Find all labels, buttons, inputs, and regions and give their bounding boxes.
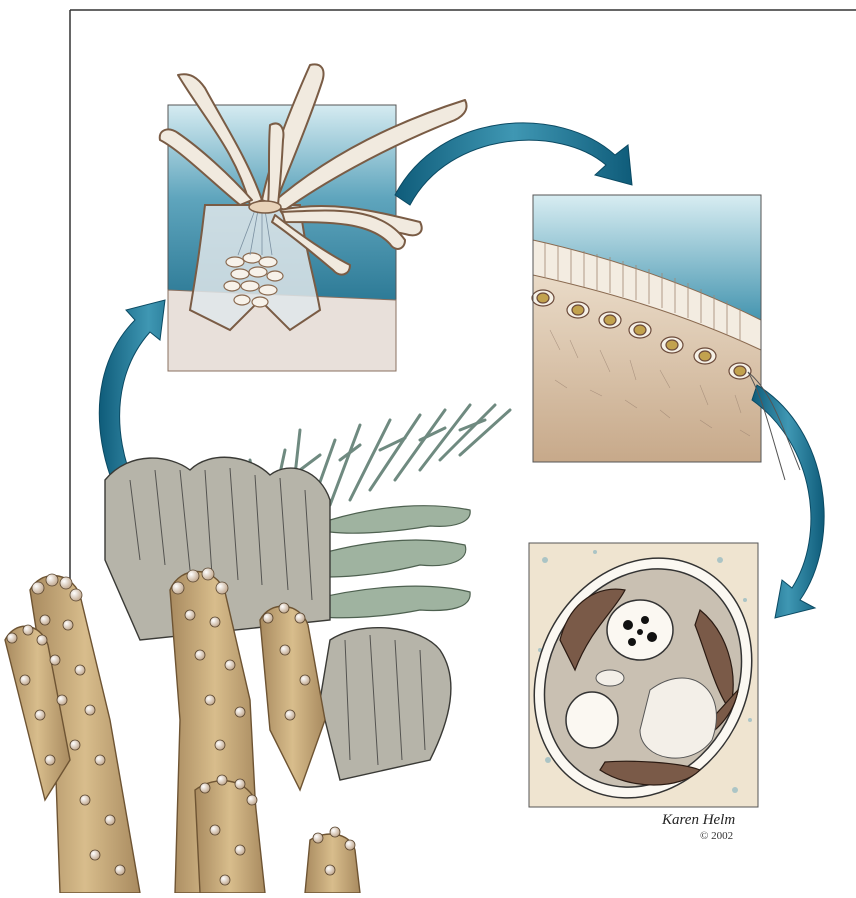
tissue-panel: [532, 195, 761, 462]
cell-panel: [493, 520, 793, 837]
copyright-notice: © 2002: [700, 830, 733, 842]
polyp-panel: [160, 64, 467, 371]
artist-signature: Karen Helm: [662, 812, 735, 829]
coral-colony: [5, 405, 510, 893]
